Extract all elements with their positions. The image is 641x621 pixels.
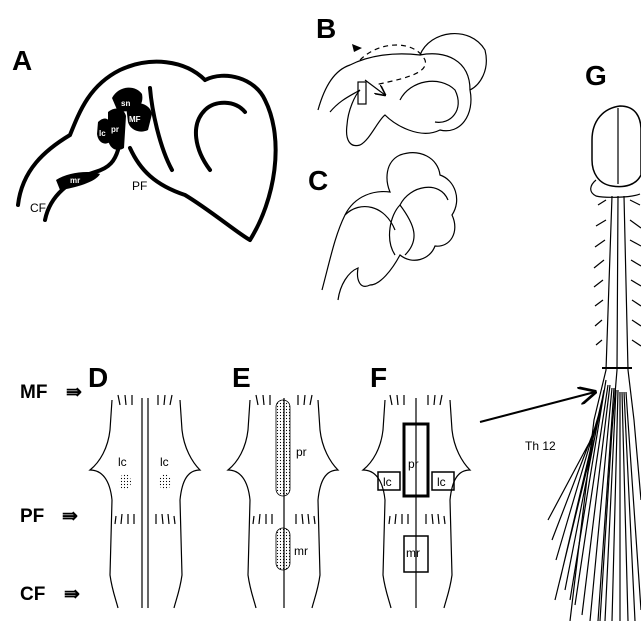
panel-letter-e: E <box>232 362 251 393</box>
side-label-mf: MF <box>20 382 47 403</box>
panel-a-label-lc: lc <box>99 129 106 138</box>
panel-d-lc-left-dots <box>119 474 131 490</box>
panel-a-ventral-outline <box>130 148 250 240</box>
panel-d-lc-right: lc <box>160 455 169 469</box>
side-label-mf-arrow: ⇛ <box>66 382 82 403</box>
panel-b-vesicle-1 <box>420 54 470 90</box>
panel-a-label-pf: PF <box>132 179 147 193</box>
panel-letter-c: C <box>308 165 328 196</box>
panel-letter-a: A <box>12 45 32 76</box>
panel-g-brain <box>592 106 641 187</box>
panel-f-lc-right-label: lc <box>437 475 446 489</box>
side-label-cf-arrow: ⇛ <box>64 584 80 605</box>
panel-letter-b: B <box>316 13 336 44</box>
panel-a-dorsal-outline <box>150 88 172 170</box>
panel-c-vesicle-2 <box>390 205 415 255</box>
panel-e-mr-column <box>276 528 290 570</box>
panel-d-mf-ticks <box>118 395 172 405</box>
panel-e: E pr mr <box>228 362 338 608</box>
panel-d-lc-left: lc <box>118 455 127 469</box>
panel-b-brain-outline <box>318 34 486 146</box>
panel-g: G Th 12 <box>480 60 641 621</box>
panel-d-lc-right-dots <box>159 474 171 490</box>
panel-g-cord-left <box>570 196 612 621</box>
panel-f-pf-ticks <box>389 514 445 524</box>
panel-a-forebrain <box>196 76 276 240</box>
side-label-cf: CF <box>20 584 45 605</box>
panel-d-outline <box>90 400 200 608</box>
side-label-pf-arrow: ⇛ <box>62 506 78 527</box>
panel-a: A sn pr MF lc mr PF CF <box>12 45 276 240</box>
panel-e-pr-label: pr <box>296 445 307 459</box>
flexure-labels: MF ⇛ PF ⇛ CF ⇛ <box>20 382 82 605</box>
panel-a-label-cf: CF <box>30 201 46 215</box>
panel-g-arrow <box>480 392 595 422</box>
panel-f-mr-label: mr <box>406 546 420 560</box>
panel-f: F pr mr lc lc <box>363 362 470 608</box>
panel-g-th12-label: Th 12 <box>525 439 556 453</box>
panel-a-label-pr: pr <box>111 125 119 134</box>
panel-letter-g: G <box>585 60 607 91</box>
panel-b-vesicle-2 <box>400 81 458 122</box>
panel-c-vesicle-1 <box>400 187 448 205</box>
panel-b: B <box>316 13 486 146</box>
panel-c-brain-outline <box>322 153 457 300</box>
panel-e-mr-label: mr <box>294 544 308 558</box>
panel-letter-f: F <box>370 362 387 393</box>
panel-a-label-sn: sn <box>121 99 130 108</box>
panel-f-pr-label: pr <box>408 457 419 471</box>
panel-a-label-mf: MF <box>129 115 141 124</box>
panel-b-tube <box>358 82 366 104</box>
panel-b-arrowtip <box>352 44 362 52</box>
panel-b-dashed-path <box>360 45 425 85</box>
panel-letter-d: D <box>88 362 108 393</box>
panel-e-pr-column <box>276 400 290 496</box>
side-label-pf: PF <box>20 506 44 527</box>
panel-b-arrow <box>365 80 385 95</box>
panel-c: C <box>308 153 457 300</box>
panel-a-label-mr: mr <box>70 176 80 185</box>
panel-f-lc-left-label: lc <box>383 475 392 489</box>
panel-d: D lc lc <box>88 362 200 608</box>
panel-d-pf-ticks <box>115 514 175 524</box>
panel-c-curve <box>345 207 395 230</box>
